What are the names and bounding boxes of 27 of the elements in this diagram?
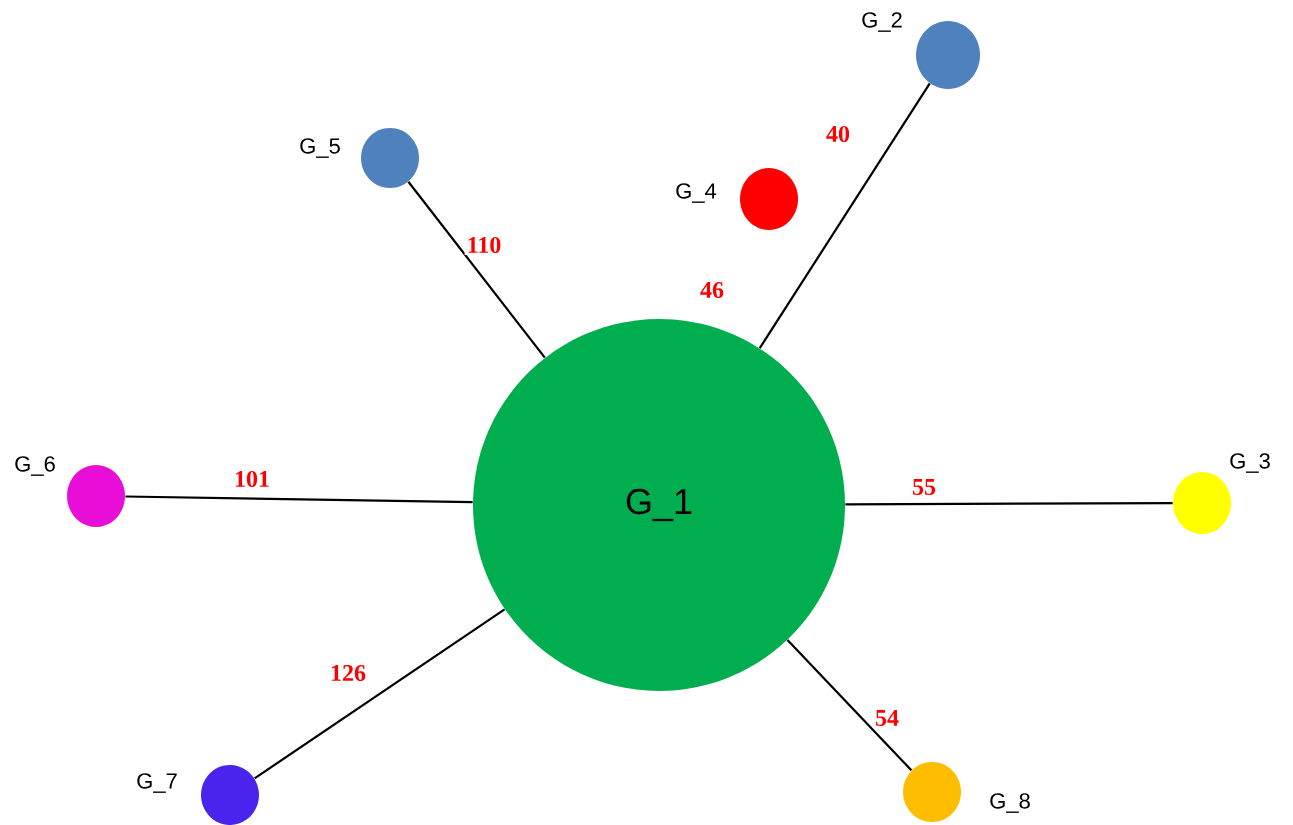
haplotype-circle xyxy=(137,765,259,825)
edge-label: 110 xyxy=(468,236,501,254)
node-label: G_3 xyxy=(1230,453,1270,473)
node-label: G_6 xyxy=(15,456,55,476)
connector-line xyxy=(125,495,473,504)
haplotype-circle xyxy=(862,12,980,89)
connector-line xyxy=(758,82,931,349)
edge-label: 54 xyxy=(876,710,899,726)
connector-line xyxy=(254,608,506,780)
connector-line xyxy=(845,502,1173,506)
edge-label: 101 xyxy=(235,470,269,488)
haplotype-circle xyxy=(903,762,1030,822)
connector-line xyxy=(407,181,546,359)
edge-label: 126 xyxy=(331,664,366,682)
edge-label: 55 xyxy=(913,479,936,495)
haplotype-circle xyxy=(1173,453,1270,534)
distance-label: 40 xyxy=(826,125,850,143)
node-label: G_5 xyxy=(300,138,340,158)
node-label: G_4 xyxy=(676,183,717,203)
haplotype-circle xyxy=(676,168,798,230)
node-label: G_2 xyxy=(862,12,902,32)
haplotype-circle xyxy=(300,128,419,188)
edge-label: 46 xyxy=(700,281,724,299)
node-label: G_8 xyxy=(990,793,1030,813)
haplotype-circle xyxy=(15,456,125,527)
node-label: G_7 xyxy=(137,773,177,793)
connector-line xyxy=(786,639,913,772)
